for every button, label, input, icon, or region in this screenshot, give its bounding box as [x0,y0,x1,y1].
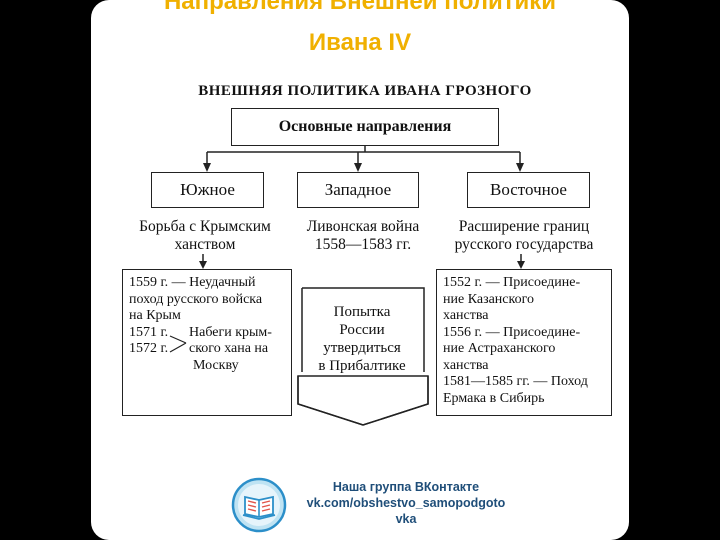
direction-west-box: Западное [297,172,419,208]
slide-title-line1: Направления Внешней политики [163,0,557,15]
direction-east-box: Восточное [467,172,590,208]
east-detail-box: 1552 г. — Присоедине- ние Казанского хан… [436,269,612,416]
main-directions-box: Основные направления [231,108,499,146]
slide-background [91,0,629,540]
east-caption: Расширение границ русского государства [454,218,594,253]
west-detail-arrow-text: Попытка России утвердиться в Прибалтике [318,304,406,374]
slide-title-line2: Ивана IV [308,29,412,56]
direction-south-box: Южное [151,172,264,208]
west-caption: Ливонская война 1558—1583 гг. [306,218,420,253]
footer-link[interactable]: Наша группа ВКонтакте vk.com/obshestvo_s… [306,480,506,526]
open-book-icon[interactable] [231,477,287,533]
south-caption: Борьба с Крымским ханством [139,218,271,253]
diagram-heading: ВНЕШНЯЯ ПОЛИТИКА ИВАНА ГРОЗНОГО [198,83,532,99]
raids-group: 1571 г. 1572 г. Набеги крым- ского хана … [129,324,272,373]
south-detail-box: 1559 г. — Неудачный поход русского войск… [122,269,292,416]
